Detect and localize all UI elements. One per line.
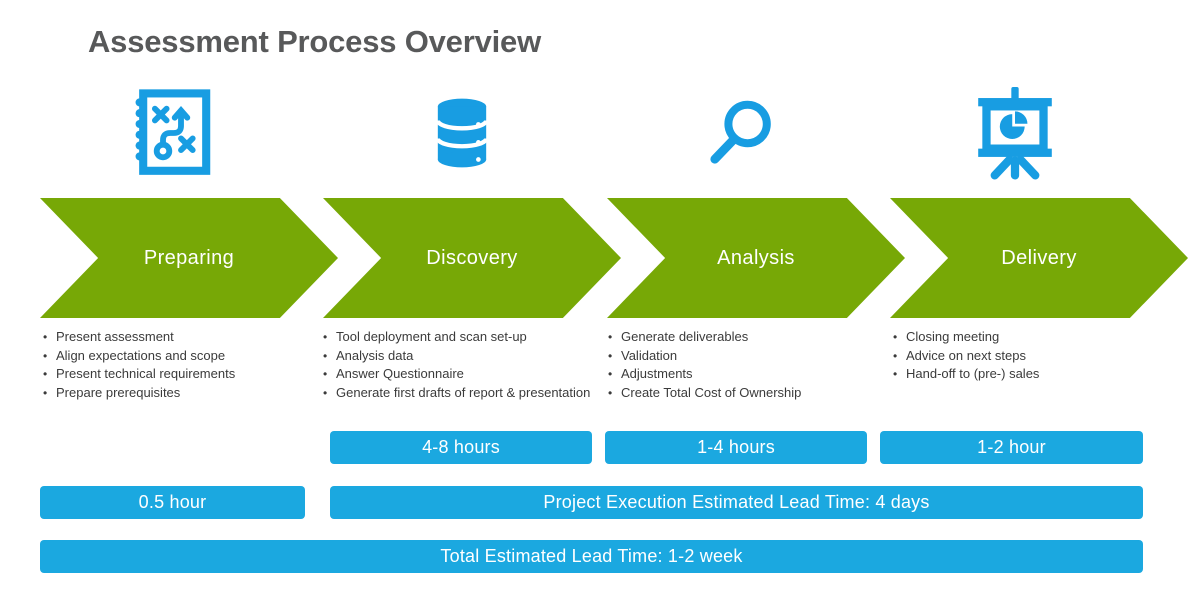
list-item: Present technical requirements [42,366,314,383]
total-lead-time-bar: Total Estimated Lead Time: 1-2 week [40,540,1143,573]
duration-label: 1-4 hours [697,437,775,457]
discovery-task-list: Tool deployment and scan set-up Analysis… [322,329,594,403]
project-execution-lead-time-bar: Project Execution Estimated Lead Time: 4… [330,486,1143,519]
phase-arrow-delivery: Delivery [890,198,1188,318]
list-item: Present assessment [42,329,314,346]
list-item: Generate deliverables [607,329,879,346]
preparing-duration-bar: 0.5 hour [40,486,305,519]
delivery-duration-bar: 1-2 hour [880,431,1143,464]
phase-label: Delivery [1001,246,1077,269]
analysis-duration-bar: 1-4 hours [605,431,867,464]
list-item: Align expectations and scope [42,348,314,365]
magnifier-icon [702,90,782,187]
lead-time-label: Total Estimated Lead Time: 1-2 week [440,546,743,566]
duration-label: 4-8 hours [422,437,500,457]
analysis-task-list: Generate deliverables Validation Adjustm… [607,329,879,403]
strategy-plan-icon [127,84,217,187]
duration-label: 0.5 hour [138,492,207,512]
duration-label: 1-2 hour [977,437,1046,457]
presentation-chart-icon [969,84,1061,187]
list-item: Generate first drafts of report & presen… [322,385,594,402]
delivery-task-list: Closing meeting Advice on next steps Han… [892,329,1164,385]
list-item: Hand-off to (pre-) sales [892,366,1164,383]
database-icon [423,85,501,186]
list-item: Prepare prerequisites [42,385,314,402]
list-item: Create Total Cost of Ownership [607,385,879,402]
list-item: Answer Questionnaire [322,366,594,383]
list-item: Adjustments [607,366,879,383]
phase-label: Preparing [143,246,235,269]
phase-label: Discovery [426,246,518,269]
page-title: Assessment Process Overview [88,24,541,59]
list-item: Tool deployment and scan set-up [322,329,594,346]
list-item: Closing meeting [892,329,1164,346]
list-item: Validation [607,348,879,365]
lead-time-label: Project Execution Estimated Lead Time: 4… [543,492,930,512]
discovery-duration-bar: 4-8 hours [330,431,592,464]
list-item: Analysis data [322,348,594,365]
preparing-task-list: Present assessment Align expectations an… [42,329,314,403]
list-item: Advice on next steps [892,348,1164,365]
phase-arrow-analysis: Analysis [607,198,905,318]
phase-arrow-preparing: Preparing [40,198,338,318]
phase-arrow-discovery: Discovery [323,198,621,318]
phase-label: Analysis [717,246,795,269]
